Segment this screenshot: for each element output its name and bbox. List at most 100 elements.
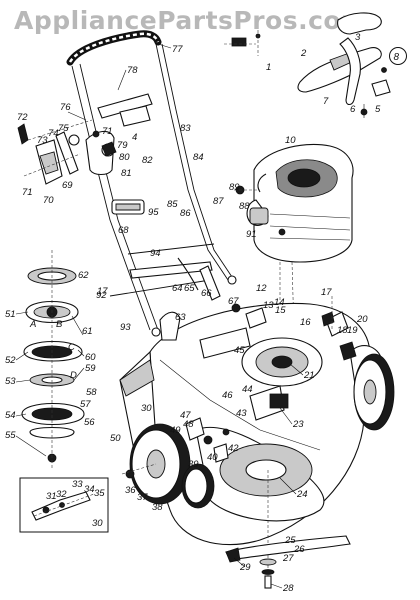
callout-86: 86 (180, 208, 191, 219)
callout-25: 25 (284, 535, 296, 546)
callout-64: 64 (172, 283, 183, 294)
callout-30-inset: 30 (92, 518, 103, 529)
callout-57: 57 (80, 399, 91, 410)
label-a: A (29, 319, 36, 330)
label-b: B (56, 319, 63, 330)
callout-13: 13 (263, 300, 274, 311)
callout-36: 36 (125, 485, 136, 496)
callout-38: 38 (152, 502, 163, 513)
callout-59: 59 (85, 363, 96, 374)
callout-73: 73 (37, 135, 48, 146)
callout-79: 79 (117, 140, 128, 151)
callout-labels: 1 2 3 4 5 6 7 10 12 13 14 15 16 17 17 18… (5, 32, 381, 594)
callout-88: 88 (239, 201, 250, 212)
callout-53: 53 (5, 376, 16, 387)
callout-21: 21 (303, 370, 315, 381)
callout-84: 84 (193, 152, 204, 163)
callout-20: 20 (356, 314, 368, 325)
inset-detail-box (19, 477, 109, 533)
rear-wheel (353, 353, 395, 431)
callout-19: 19 (347, 325, 358, 336)
callout-83: 83 (180, 123, 191, 134)
callout-27: 27 (282, 553, 294, 564)
callout-23: 23 (292, 419, 304, 430)
callout-15: 15 (275, 305, 286, 316)
callout-1: 1 (266, 62, 271, 73)
callout-4: 4 (132, 132, 137, 143)
callout-34: 34 (84, 484, 95, 495)
callout-14: 14 (274, 297, 285, 308)
callout-50: 50 (110, 433, 121, 444)
callout-3: 3 (355, 32, 361, 43)
label-c: C (68, 342, 75, 353)
callout-60: 60 (85, 352, 96, 363)
front-wheel-2 (181, 463, 215, 509)
variant-badge-circle (389, 47, 407, 65)
callout-47: 47 (180, 410, 191, 421)
callout-69: 69 (62, 180, 73, 191)
callout-51: 51 (5, 309, 16, 320)
callout-67: 67 (228, 296, 239, 307)
callout-39: 39 (188, 459, 199, 470)
callout-7: 7 (323, 96, 329, 107)
leader-lines (15, 43, 304, 589)
callout-89: 89 (229, 182, 240, 193)
callout-29: 29 (239, 562, 251, 573)
callout-66: 66 (201, 288, 212, 299)
mower-blade (225, 535, 351, 589)
callout-70: 70 (43, 195, 54, 206)
callout-43: 43 (236, 408, 247, 419)
callout-16: 16 (300, 317, 311, 328)
callout-63: 63 (175, 312, 186, 323)
callout-40: 40 (207, 452, 218, 463)
callout-87: 87 (213, 196, 224, 207)
throttle-lever-parts (17, 119, 117, 185)
callout-31: 31 (46, 491, 57, 502)
front-wheel (121, 423, 191, 505)
callout-85: 85 (167, 199, 178, 210)
callout-80: 80 (119, 152, 130, 163)
callout-45: 45 (234, 345, 245, 356)
callout-82: 82 (142, 155, 153, 166)
handle-bracket-assembly: 8 (297, 12, 407, 118)
callout-52: 52 (5, 355, 16, 366)
callout-65: 65 (184, 283, 195, 294)
callout-61: 61 (82, 326, 93, 337)
callout-6: 6 (350, 104, 356, 115)
callout-28: 28 (282, 583, 294, 594)
callout-74: 74 (48, 128, 59, 139)
callout-92: 92 (96, 290, 107, 301)
callout-94: 94 (150, 248, 161, 259)
callout-62: 62 (78, 270, 89, 281)
callout-91: 91 (246, 229, 257, 240)
label-d: D (70, 370, 77, 381)
callout-76: 76 (60, 102, 71, 113)
small-fastener-group-1 (224, 30, 261, 56)
inset-frame (19, 477, 109, 533)
callout-75: 75 (58, 123, 69, 134)
callout-33: 33 (72, 479, 83, 490)
callout-71-right: 71 (102, 126, 113, 137)
callout-68: 68 (118, 225, 129, 236)
callout-32: 32 (56, 489, 67, 500)
variant-badge-label: 8 (394, 52, 400, 63)
callout-56: 56 (84, 417, 95, 428)
callout-72: 72 (17, 112, 28, 123)
callout-17-left: 17 (97, 286, 108, 297)
engine (234, 143, 354, 401)
callout-24: 24 (296, 489, 308, 500)
height-adjuster-parts (159, 265, 335, 463)
callout-2: 2 (300, 48, 307, 59)
callout-44: 44 (242, 384, 253, 395)
callout-10: 10 (285, 135, 296, 146)
callout-26: 26 (293, 544, 305, 555)
callout-37: 37 (137, 492, 148, 503)
callout-77: 77 (172, 44, 183, 55)
callout-5: 5 (375, 104, 381, 115)
callout-49: 49 (170, 425, 181, 436)
callout-48: 48 (183, 419, 194, 430)
callout-55: 55 (5, 430, 16, 441)
callout-30: 30 (141, 403, 152, 414)
callout-18: 18 (337, 325, 348, 336)
